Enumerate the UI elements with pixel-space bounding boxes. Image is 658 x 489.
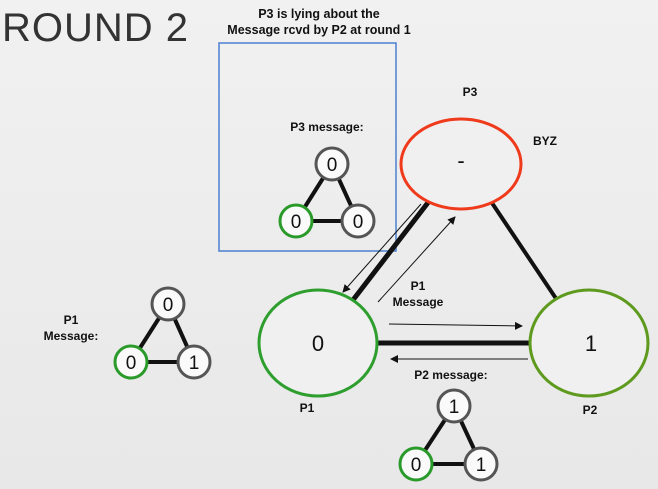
p1-arrow-label-line-1: P1 [411, 279, 426, 293]
p2-msg-right-value: 1 [476, 455, 487, 476]
p1-msg-right-value: 1 [189, 353, 200, 374]
p1-msg-left-circle [113, 344, 149, 380]
lying-note: P3 is lying about the Message rcvd by P2… [214, 6, 424, 38]
lying-note-line-1: P3 is lying about the [258, 7, 380, 21]
p1-msg-left-value: 0 [126, 353, 137, 374]
p2-msg-top-value: 1 [449, 397, 460, 418]
arrow-p1-to-p3 [377, 216, 456, 303]
p1-message-triangle: 0 0 1 [113, 286, 212, 380]
p3-msg-right-value: 0 [353, 212, 364, 233]
p2-msg-left-value: 0 [411, 455, 422, 476]
p1-message-label-line-2: Message: [44, 329, 99, 343]
node-p1-label: P1 [300, 401, 315, 415]
p3-message-triangle: 0 0 0 [278, 146, 376, 239]
node-p2-label: P2 [583, 403, 598, 417]
arrow-p3-to-p1 [342, 203, 422, 293]
p3-msg-left-circle [278, 203, 314, 239]
p1-msg-top-circle [150, 286, 186, 322]
slide-title: ROUND 2 [2, 6, 190, 50]
p3-msg-right-circle [340, 203, 376, 239]
highlight-box [218, 42, 397, 252]
edge-p3-p2 [488, 198, 559, 302]
p2-message-triangle: 1 0 1 [398, 388, 499, 482]
p1-msg-top-value: 0 [163, 295, 174, 316]
p2-msg-left-circle [398, 446, 434, 482]
p1-msg-right-circle [176, 344, 212, 380]
node-p3 [399, 117, 523, 211]
node-p1 [257, 288, 379, 398]
node-p2-value: 1 [585, 331, 597, 356]
p2-message-label: P2 message: [414, 368, 487, 382]
p1-message-label-line-1: P1 [64, 313, 79, 327]
edge-p1-p3 [351, 198, 432, 302]
p1-arrow-label-line-2: Message [393, 295, 444, 309]
p2-msg-top-circle [436, 388, 472, 424]
p3-msg-left-value: 0 [291, 212, 302, 233]
node-p1-value: 0 [312, 331, 324, 356]
lying-note-line-2: Message rcvd by P2 at round 1 [227, 23, 411, 37]
node-p3-value: - [457, 148, 464, 173]
p3-msg-top-circle [314, 146, 350, 182]
p3-message-label: P3 message: [290, 120, 363, 134]
arrow-p1-to-p2 [388, 321, 523, 330]
node-p2 [528, 288, 650, 398]
byz-tag: BYZ [533, 134, 557, 148]
p3-msg-top-value: 0 [327, 155, 338, 176]
p2-msg-right-circle [463, 446, 499, 482]
node-p3-label: P3 [463, 85, 478, 99]
